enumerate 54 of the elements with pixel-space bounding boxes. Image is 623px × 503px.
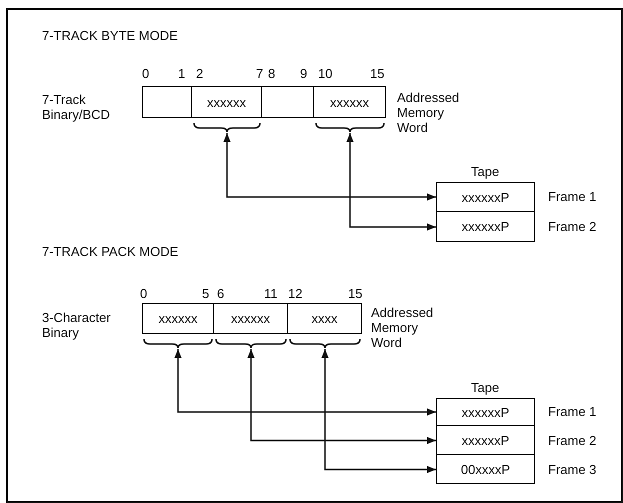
- arrow: [321, 349, 436, 474]
- bit-number: 2: [196, 66, 204, 81]
- row-label: Addressed Memory Word: [371, 305, 434, 350]
- bit-number: 8: [268, 66, 276, 81]
- bit-pattern: xxxxxx: [207, 94, 246, 110]
- bit-pattern: xxxxxx: [158, 311, 198, 326]
- frame-label: Frame 1: [548, 404, 596, 419]
- bit-number: 12: [288, 286, 302, 301]
- frame-label: Frame 2: [548, 432, 596, 448]
- bit-number: 15: [348, 286, 362, 301]
- bit-number: 0: [142, 66, 150, 81]
- section-heading: 7-TRACK BYTE MODE: [42, 28, 178, 43]
- memory-field-cell: [288, 303, 362, 334]
- bit-pattern: xxxxxxP: [462, 190, 510, 204]
- row-label: Addressed Memory Word: [397, 90, 460, 135]
- bit-pattern: xxxxxxP: [462, 404, 510, 420]
- bit-number: 0: [140, 286, 148, 301]
- frame-label: Frame 1: [548, 189, 596, 204]
- tape-frame-cell: [436, 398, 535, 426]
- tape-frame-cell: [436, 212, 535, 242]
- arrow: [247, 349, 436, 444]
- row-label: 3-Character Binary: [42, 310, 112, 340]
- bit-number: 7: [256, 66, 264, 81]
- arrow: [174, 349, 436, 416]
- row-label: 7-Track Binary/BCD: [42, 92, 111, 122]
- arrow: [346, 133, 436, 231]
- memory-field-cell: [192, 86, 262, 118]
- section-heading: 7-TRACK PACK MODE: [42, 244, 178, 259]
- bit-number: 5: [202, 286, 210, 301]
- bit-number: 15: [370, 66, 384, 81]
- bit-number: 1: [178, 66, 186, 81]
- tape-frame-cell: [436, 182, 535, 212]
- tape-frame-cell: [436, 426, 535, 455]
- memory-field-cell: [142, 86, 192, 118]
- frame-label: Frame 2: [548, 219, 596, 234]
- bit-pattern: xxxxxxP: [462, 432, 510, 448]
- bit-number: 11: [264, 286, 278, 301]
- bit-pattern: 00xxxxP: [460, 462, 510, 476]
- frame-label: Frame 3: [548, 462, 596, 476]
- memory-field-cell: [214, 303, 288, 334]
- tape-heading: Tape: [471, 164, 500, 179]
- memory-field-cell: [262, 86, 314, 118]
- memory-field-cell: [142, 303, 214, 334]
- tape-heading: Tape: [471, 380, 500, 395]
- bit-pattern: xxxx: [312, 311, 338, 326]
- bit-pattern: xxxxxxP: [462, 219, 510, 234]
- arrow: [223, 133, 436, 201]
- memory-field-cell: [314, 86, 386, 118]
- bit-pattern: xxxxxx: [330, 94, 369, 110]
- bit-number: 9: [300, 66, 308, 81]
- bit-pattern: xxxxxx: [231, 311, 270, 326]
- bit-number: 10: [318, 66, 332, 81]
- bit-number: 6: [217, 286, 224, 301]
- tape-frame-cell: [436, 455, 535, 484]
